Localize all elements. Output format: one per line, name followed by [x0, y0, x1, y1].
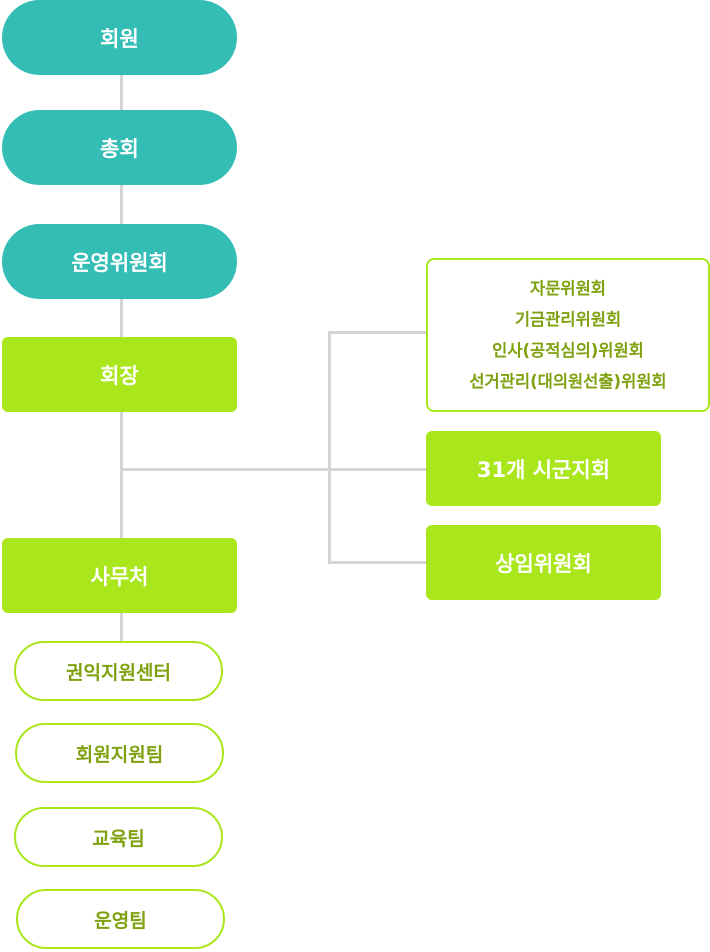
standing-committee-node: 상임위원회 [426, 525, 661, 600]
members-node: 회원 [2, 0, 237, 75]
steering-committee-node: 운영위원회 [2, 224, 237, 299]
branches-node: 31개 시군지회 [426, 431, 661, 506]
team-member-support: 회원지원팀 [15, 723, 224, 783]
secretariat-node: 사무처 [2, 538, 237, 613]
president-node: 회장 [2, 337, 237, 412]
committee-advisory: 자문위원회 [530, 278, 606, 298]
committee-election: 선거관리(대의원선출)위원회 [469, 371, 667, 391]
standing-committee-connector [328, 561, 428, 564]
committee-fund-management: 기금관리위원회 [514, 309, 622, 329]
branch-horizontal-connector [120, 468, 428, 471]
team-education: 교육팀 [14, 807, 223, 867]
committees-box: 자문위원회 기금관리위원회 인사(공적심의)위원회 선거관리(대의원선출)위원회 [426, 258, 710, 412]
committee-personnel: 인사(공적심의)위원회 [492, 340, 644, 360]
general-assembly-node: 총회 [2, 110, 237, 185]
team-rights-support-center: 권익지원센터 [14, 641, 223, 701]
team-operations: 운영팀 [16, 889, 225, 949]
committee-connector [328, 331, 428, 334]
right-vertical-connector [328, 331, 331, 563]
